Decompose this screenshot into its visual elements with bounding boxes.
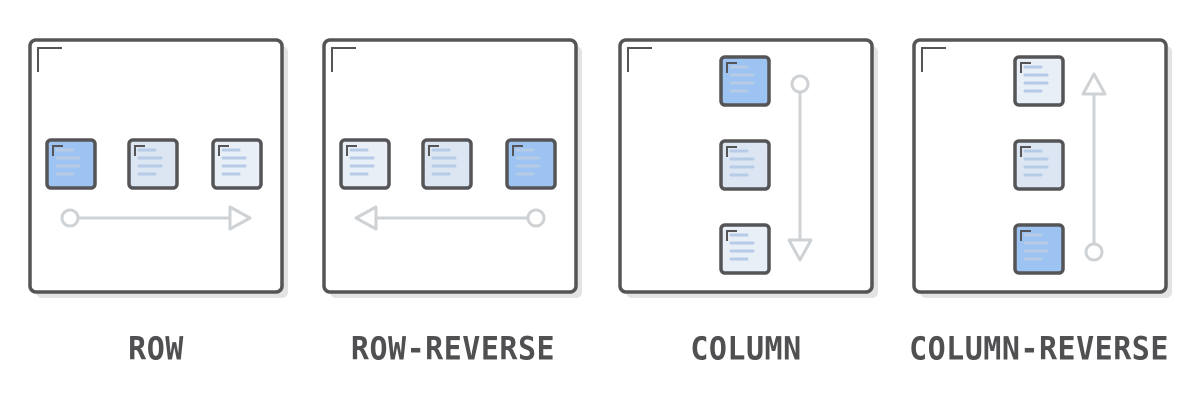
flex-item-2 [127, 138, 179, 190]
item-corner-mark [1020, 146, 1031, 157]
label-column: COLUMN [690, 330, 802, 369]
flex-item-3 [719, 223, 771, 275]
panel-corner-mark [627, 47, 652, 72]
direction-arrow [354, 205, 546, 231]
panel-corner-mark [921, 47, 946, 72]
item-box [339, 138, 391, 190]
panel-corner-mark [331, 47, 356, 72]
item-corner-mark [134, 145, 145, 156]
item-box [127, 138, 179, 190]
arrow-origin [526, 208, 546, 228]
item-corner-mark [726, 146, 737, 157]
item-corner-mark [1020, 230, 1031, 241]
arrow-head [787, 238, 813, 262]
item-box [211, 138, 263, 190]
flex-item-3 [1013, 223, 1065, 275]
direction-arrow [787, 74, 813, 262]
arrow-origin [790, 74, 810, 94]
item-box [505, 138, 557, 190]
flex-item-3 [505, 138, 557, 190]
direction-arrow [60, 205, 252, 231]
arrow-origin [1084, 242, 1104, 262]
item-box [45, 138, 97, 190]
item-box [719, 139, 771, 191]
arrow-head [228, 205, 252, 231]
item-corner-mark [512, 145, 523, 156]
item-corner-mark [726, 230, 737, 241]
item-corner-mark [52, 145, 63, 156]
item-corner-mark [726, 62, 737, 73]
item-corner-mark [428, 145, 439, 156]
panel-corner-mark [37, 47, 62, 72]
flex-item-2 [421, 138, 473, 190]
item-corner-mark [1020, 62, 1031, 73]
panel-column [618, 38, 878, 298]
item-box [719, 223, 771, 275]
item-box [1013, 55, 1065, 107]
arrow-head [1081, 72, 1107, 96]
label-row: ROW [128, 330, 184, 369]
flex-item-2 [719, 139, 771, 191]
flex-item-1 [1013, 55, 1065, 107]
item-corner-mark [218, 145, 229, 156]
item-box [421, 138, 473, 190]
flex-item-1 [45, 138, 97, 190]
flex-item-2 [1013, 139, 1065, 191]
arrow-head [354, 205, 378, 231]
flex-item-1 [719, 55, 771, 107]
item-box [719, 55, 771, 107]
item-corner-mark [346, 145, 357, 156]
direction-arrow [1081, 72, 1107, 262]
arrow-origin [60, 208, 80, 228]
label-column-reverse: COLUMN-REVERSE [909, 330, 1169, 369]
flex-item-3 [211, 138, 263, 190]
panel-column-reverse [912, 38, 1172, 298]
flex-item-1 [339, 138, 391, 190]
panel-row [28, 38, 288, 298]
label-row-reverse: ROW-REVERSE [350, 330, 556, 369]
item-box [1013, 223, 1065, 275]
panel-row-reverse [322, 38, 582, 298]
item-box [1013, 139, 1065, 191]
